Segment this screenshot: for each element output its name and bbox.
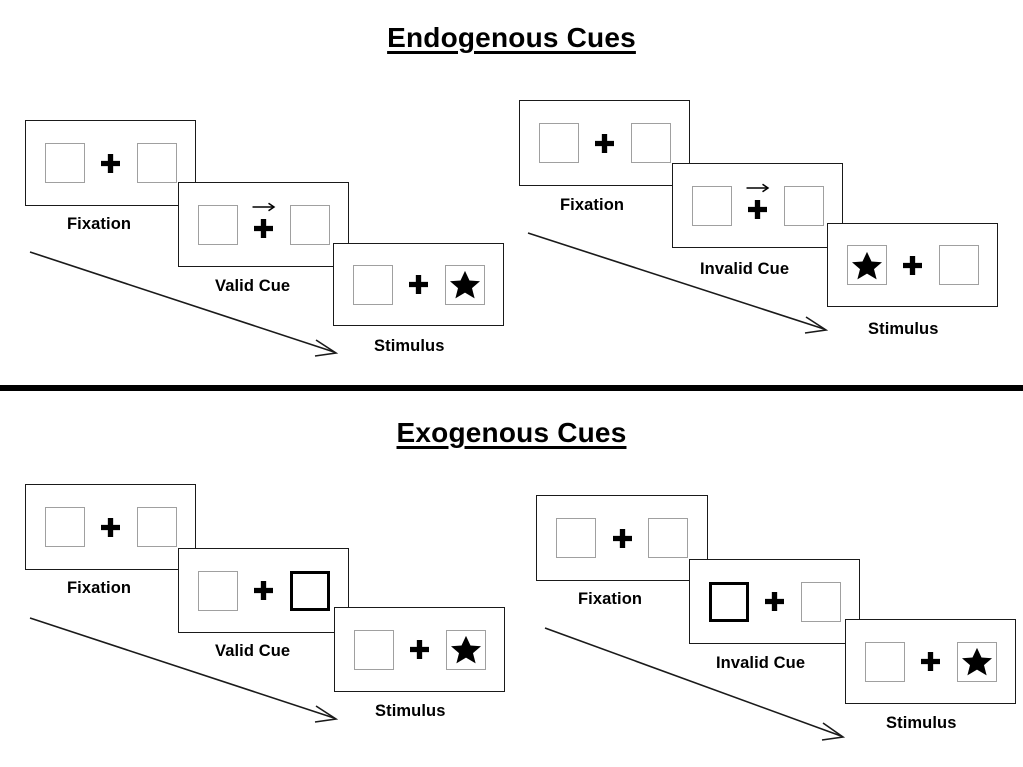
plus-icon [410, 640, 429, 659]
caption-stimulus: Stimulus [868, 320, 939, 338]
section-title-endogenous: Endogenous Cues [387, 22, 636, 53]
trial-frame-invalid-cue[interactable] [689, 559, 860, 644]
left-placeholder-box [691, 185, 732, 226]
star-icon [851, 251, 882, 279]
fixation-center [393, 262, 445, 308]
flow-arrow-endogenous-valid [29, 251, 339, 357]
left-target-box [846, 245, 887, 285]
frame-content [26, 121, 195, 205]
fixation-center [238, 202, 290, 248]
caption-stimulus: Stimulus [374, 337, 445, 355]
left-placeholder-box [538, 123, 579, 163]
plus-icon [595, 133, 614, 153]
plus-icon [101, 153, 120, 173]
flow-arrow-endogenous-invalid [527, 232, 829, 334]
right-placeholder-box [630, 123, 671, 163]
fixation-center [579, 120, 631, 166]
caption-stimulus: Stimulus [886, 714, 957, 732]
trial-frame-stimulus[interactable] [827, 223, 998, 307]
frame-content [537, 496, 707, 580]
trial-frame-fixation[interactable] [25, 484, 196, 570]
plus-icon [254, 581, 273, 600]
plus-icon [748, 200, 767, 219]
section-divider [0, 385, 1023, 391]
frame-content [179, 183, 348, 266]
right-cued-box [289, 570, 330, 611]
plus-icon [921, 652, 940, 671]
fixation-center [85, 140, 137, 186]
fixation-center [394, 627, 446, 673]
fixation-center [887, 242, 939, 288]
right-target-box [956, 641, 997, 682]
trial-frame-invalid-cue[interactable] [672, 163, 843, 248]
trial-frame-fixation[interactable] [536, 495, 708, 581]
right-placeholder-box [136, 143, 177, 183]
arrow-right-icon [252, 202, 275, 211]
frame-content [520, 101, 689, 185]
frame-content [690, 560, 859, 643]
fixation-center [732, 183, 784, 229]
plus-icon [409, 275, 428, 294]
caption-fixation: Fixation [67, 579, 132, 597]
caption-valid-cue: Valid Cue [215, 642, 291, 660]
trial-frame-valid-cue[interactable] [178, 548, 349, 633]
right-placeholder-box [648, 518, 688, 558]
section-title-exogenous: Exogenous Cues [396, 417, 627, 448]
plus-icon [903, 255, 922, 275]
caption-valid-cue: Valid Cue [215, 277, 291, 295]
caption-invalid-cue: Invalid Cue [700, 260, 790, 278]
plus-icon [612, 528, 632, 548]
trial-frame-fixation[interactable] [519, 100, 690, 186]
caption-fixation: Fixation [67, 215, 132, 233]
trial-frame-stimulus[interactable] [333, 243, 504, 326]
trial-frame-fixation[interactable] [25, 120, 196, 206]
right-placeholder-box [289, 204, 330, 245]
frame-content [335, 608, 504, 691]
trial-frame-stimulus[interactable] [334, 607, 505, 692]
arrow-right-icon [746, 183, 769, 192]
left-placeholder-box [197, 204, 238, 245]
fixation-center [238, 568, 290, 614]
caption-fixation: Fixation [560, 196, 625, 214]
trial-frame-stimulus[interactable] [845, 619, 1016, 704]
section-exogenous: Exogenous Cues Fixation [0, 391, 1023, 767]
left-placeholder-box [353, 629, 394, 670]
frame-content [828, 224, 997, 306]
frame-content [26, 485, 195, 569]
flow-arrow-exogenous-valid [29, 617, 339, 723]
frame-content [846, 620, 1015, 703]
left-placeholder-box [44, 507, 85, 547]
plus-icon [254, 219, 273, 238]
frame-content [334, 244, 503, 325]
frame-content [673, 164, 842, 247]
flow-arrow-exogenous-invalid [544, 627, 846, 741]
star-icon [450, 635, 481, 664]
caption-invalid-cue: Invalid Cue [716, 654, 806, 672]
fixation-center [749, 579, 801, 625]
left-placeholder-box [197, 570, 238, 611]
left-placeholder-box [864, 641, 905, 682]
frame-content [179, 549, 348, 632]
plus-icon [101, 517, 120, 537]
fixation-center [85, 504, 137, 550]
plus-icon [765, 592, 784, 611]
right-target-box [445, 629, 486, 670]
fixation-center [905, 639, 957, 685]
right-placeholder-box [938, 245, 979, 285]
right-placeholder-box [136, 507, 177, 547]
left-placeholder-box [352, 264, 393, 305]
section-endogenous: Endogenous Cues Fixation [25, 22, 998, 357]
left-placeholder-box [44, 143, 85, 183]
right-placeholder-box [783, 185, 824, 226]
right-placeholder-box [800, 581, 841, 622]
fixation-center [596, 515, 648, 561]
left-placeholder-box [556, 518, 596, 558]
trial-frame-valid-cue[interactable] [178, 182, 349, 267]
caption-fixation: Fixation [578, 590, 643, 608]
left-cued-box [708, 581, 749, 622]
star-icon [449, 270, 480, 299]
right-target-box [444, 264, 485, 305]
star-icon [961, 647, 992, 676]
caption-stimulus: Stimulus [375, 702, 446, 720]
